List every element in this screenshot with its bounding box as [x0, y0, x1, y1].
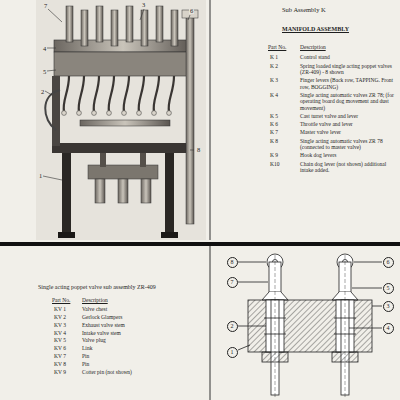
- poppet-valve-section: [238, 254, 382, 398]
- callout-number: 6: [387, 259, 390, 265]
- part-description: Throttle valve and lever: [300, 121, 396, 127]
- part-description: Master valve lever: [300, 129, 396, 135]
- part-description: Gerlock Glampers: [82, 314, 202, 320]
- callout-number: 4: [387, 325, 390, 331]
- part-number: KV 3: [54, 322, 66, 328]
- callout-number: 3: [387, 303, 390, 309]
- column-header: Description: [82, 297, 108, 303]
- callout-circle: 7: [227, 277, 238, 288]
- part-number: K 6: [270, 121, 278, 127]
- part-number: K 4: [270, 92, 278, 98]
- part-description: Exhaust valve stem: [82, 322, 202, 328]
- part-number: KV 5: [54, 337, 66, 343]
- part-description: Pin: [82, 361, 202, 367]
- part-description: Spring loaded single acting poppet valve…: [300, 63, 396, 76]
- part-number: K 1: [270, 54, 278, 60]
- column-header: Description: [300, 44, 326, 50]
- part-number: KV 8: [54, 361, 66, 367]
- callout-circle: 6: [383, 257, 394, 268]
- part-number: K 8: [270, 138, 278, 144]
- callout-number: 2: [40, 88, 45, 95]
- part-number: K 7: [270, 129, 278, 135]
- part-description: Intake valve stem: [82, 330, 202, 336]
- callout-circle: 3: [383, 301, 394, 312]
- part-description: Pin: [82, 353, 202, 359]
- callout-number: 1: [231, 349, 234, 355]
- part-description: Cast turret valve and lever: [300, 113, 396, 119]
- callout-number: 6: [189, 7, 194, 14]
- part-number: K 5: [270, 113, 278, 119]
- callout-number: 4: [42, 45, 47, 52]
- part-number: K10: [270, 161, 279, 167]
- callout-number: 1: [38, 172, 43, 179]
- section-heading: MANIFOLD ASSEMBLY: [282, 26, 349, 33]
- part-number: K 3: [270, 77, 278, 83]
- callout-number: 2: [231, 323, 234, 329]
- callout-number: 8: [196, 146, 201, 153]
- part-number: KV 1: [54, 306, 66, 312]
- callout-circle: 8: [227, 257, 238, 268]
- part-number: K 9: [270, 152, 278, 158]
- callout-circle: 4: [383, 323, 394, 334]
- part-description: Control stand: [300, 54, 396, 60]
- part-description: Single acting automatic valves ZR 78 (co…: [300, 138, 396, 151]
- callout-number: 7: [231, 279, 234, 285]
- part-description: Cotter pin (not shown): [82, 369, 202, 375]
- callout-circle: 1: [227, 347, 238, 358]
- callout-circle: 5: [383, 283, 394, 294]
- sub-assembly-caption: Single acting poppet valve sub assembly …: [38, 284, 206, 291]
- column-header: Part No.: [52, 297, 70, 303]
- part-description: Hook dog levers: [300, 152, 396, 158]
- part-number: KV 4: [54, 330, 66, 336]
- part-description: Finger levers (Back row, TAPPING. Front …: [300, 77, 396, 90]
- part-number: KV 2: [54, 314, 66, 320]
- sub-assembly-title: Sub Assembly K: [282, 6, 326, 13]
- callout-number: 8: [231, 259, 234, 265]
- callout-number: 3: [141, 1, 146, 8]
- manifold-photo: [36, 0, 206, 240]
- part-number: K 2: [270, 63, 278, 69]
- callout-number: 5: [387, 285, 390, 291]
- column-header: Part No.: [268, 44, 286, 50]
- part-description: Single acting automatic valves ZR 78; (f…: [300, 92, 396, 111]
- part-description: Valve chest: [82, 306, 202, 312]
- callout-number: 7: [43, 2, 48, 9]
- part-number: KV 7: [54, 353, 66, 359]
- part-description: Link: [82, 345, 202, 351]
- part-description: Chain dog lever (not shown) additional i…: [300, 161, 396, 174]
- part-description: Valve plug: [82, 337, 202, 343]
- callout-circle: 2: [227, 321, 238, 332]
- part-number: KV 9: [54, 369, 66, 375]
- callout-number: 5: [42, 68, 47, 75]
- part-number: KV 6: [54, 345, 66, 351]
